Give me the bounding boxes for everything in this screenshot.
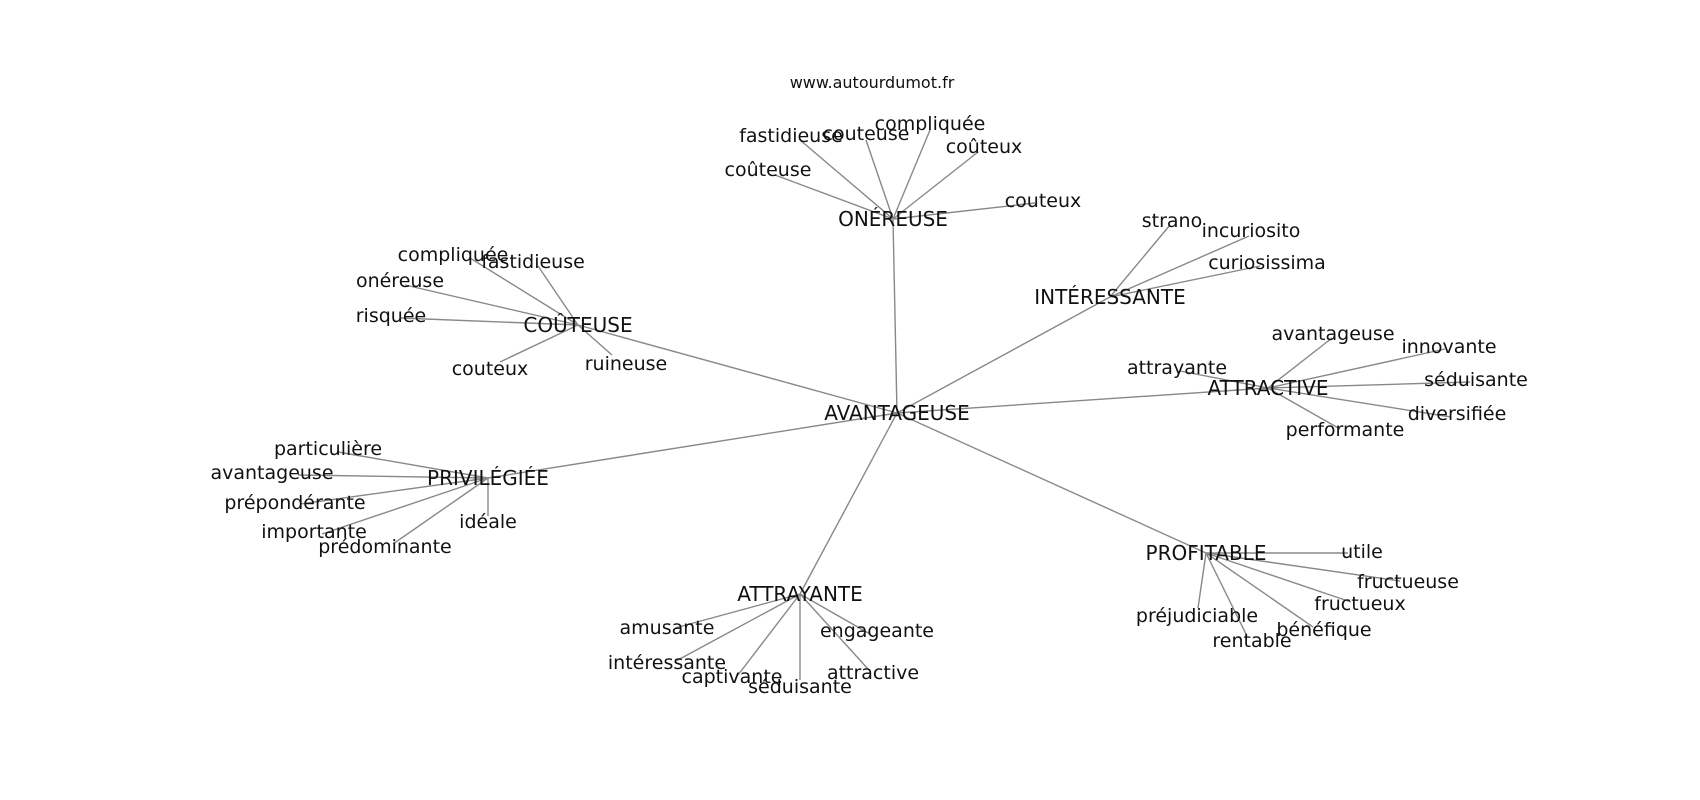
hub-word-label: INTÉRESSANTE <box>1034 285 1186 309</box>
leaf-word-label: couteux <box>1005 190 1082 212</box>
leaf-word-label: compliquée <box>875 113 986 135</box>
leaf-word-label: compliquée <box>398 244 509 266</box>
edge-center-to-hub <box>896 296 1111 414</box>
center-word-label: AVANTAGEUSE <box>824 401 970 425</box>
edge-hub-to-leaf <box>892 129 931 220</box>
edge-hub-to-leaf <box>469 257 579 326</box>
leaf-word-label: ruineuse <box>585 353 668 375</box>
hub-word-label: ATTRACTIVE <box>1207 376 1328 400</box>
leaf-word-label: coûteuse <box>725 159 812 181</box>
edge-hub-to-leaf <box>1267 387 1452 418</box>
edge-hub-to-leaf <box>399 317 579 326</box>
edge-hub-to-leaf <box>799 139 894 220</box>
hub-word-label: ONÉREUSE <box>838 207 948 231</box>
leaf-word-label: attractive <box>827 662 919 684</box>
leaf-word-label: importante <box>261 521 367 543</box>
edge-hub-to-leaf <box>799 593 869 670</box>
edge-hub-to-leaf <box>675 593 801 662</box>
edge-hub-to-leaf <box>299 477 489 505</box>
edge-hub-to-leaf <box>537 265 579 326</box>
edge-hub-to-leaf <box>1179 370 1269 389</box>
edge-hub-to-leaf <box>1267 381 1471 389</box>
leaf-word-label: performante <box>1286 419 1405 441</box>
leaf-word-label: couteuse <box>823 123 910 145</box>
leaf-word-label: préjudiciable <box>1136 605 1258 627</box>
leaf-word-label: risquée <box>356 305 426 327</box>
edge-hub-to-leaf <box>1109 224 1171 298</box>
edge-hub-to-leaf <box>337 451 489 479</box>
leaf-word-label: incuriosito <box>1202 220 1301 242</box>
leaf-word-label: bénéfique <box>1276 619 1371 641</box>
edge-hub-to-leaf <box>1267 337 1333 389</box>
edge-hub-to-leaf <box>392 477 489 545</box>
edge-hub-to-leaf <box>321 477 489 535</box>
leaf-word-label: prédominante <box>318 536 451 558</box>
edge-hub-to-leaf <box>1267 387 1341 430</box>
edge-hub-to-leaf <box>1205 552 1314 628</box>
edge-hub-to-leaf <box>674 593 801 629</box>
edge-hub-to-leaf <box>774 174 894 220</box>
edge-hub-to-leaf <box>892 151 979 220</box>
edge-center-to-hub <box>896 412 1207 554</box>
hub-word-label: COÛTEUSE <box>523 313 632 337</box>
edge-hub-to-leaf <box>1267 348 1446 389</box>
edge-center-to-hub <box>577 324 898 414</box>
leaf-word-label: intéressante <box>608 652 726 674</box>
edge-hub-to-leaf <box>865 139 894 220</box>
edge-hub-to-leaf <box>577 324 613 356</box>
leaf-word-label: idéale <box>459 511 517 533</box>
leaf-word-label: fructueuse <box>1357 571 1459 593</box>
edge-center-to-hub <box>487 412 898 479</box>
hub-word-label: PRIVILÉGIÉE <box>427 466 549 490</box>
edge-hub-to-leaf <box>1109 265 1261 298</box>
leaf-word-label: curiosissima <box>1208 252 1326 274</box>
leaf-word-label: séduisante <box>748 676 852 698</box>
edge-hub-to-leaf <box>892 202 1036 220</box>
edge-hub-to-leaf <box>737 593 801 676</box>
leaf-word-label: strano <box>1142 210 1202 232</box>
leaf-word-label: amusante <box>620 617 715 639</box>
edge-hub-to-leaf <box>1109 235 1250 298</box>
leaf-word-label: diversifiée <box>1408 403 1507 425</box>
edge-hub-to-leaf <box>799 593 871 635</box>
edge-center-to-hub <box>799 412 898 595</box>
leaf-word-label: prépondérante <box>224 492 365 514</box>
hub-word-label: PROFITABLE <box>1146 541 1267 565</box>
hub-word-label: ATTRAYANTE <box>737 582 863 606</box>
leaf-word-label: innovante <box>1401 336 1496 358</box>
edge-hub-to-leaf <box>1197 552 1207 609</box>
edge-center-to-hub <box>896 387 1269 414</box>
edge-hub-to-leaf <box>404 284 579 326</box>
leaf-word-label: rentable <box>1212 630 1291 652</box>
graph-edges <box>297 129 1471 680</box>
leaf-word-label: fructueux <box>1314 593 1405 615</box>
edge-hub-to-leaf <box>1205 552 1401 582</box>
leaf-word-label: engageante <box>820 620 934 642</box>
edge-hub-to-leaf <box>297 474 489 479</box>
leaf-word-label: captivante <box>682 666 783 688</box>
edge-hub-to-leaf <box>1205 552 1248 637</box>
edge-center-to-hub <box>892 218 898 414</box>
edge-hub-to-leaf <box>1205 552 1352 603</box>
site-url: www.autourdumot.fr <box>790 73 955 92</box>
leaf-word-label: avantageuse <box>210 462 333 484</box>
leaf-word-label: séduisante <box>1424 369 1528 391</box>
leaf-word-label: fastidieuse <box>481 251 585 273</box>
leaf-word-label: coûteux <box>946 136 1023 158</box>
edge-hub-to-leaf <box>499 324 579 363</box>
leaf-word-label: attrayante <box>1127 357 1227 379</box>
leaf-word-label: fastidieuse <box>739 125 843 147</box>
leaf-word-label: particulière <box>274 438 382 460</box>
leaf-word-label: utile <box>1341 541 1383 563</box>
leaf-word-label: onéreuse <box>356 270 444 292</box>
leaf-word-label: couteux <box>452 358 529 380</box>
leaf-word-label: avantageuse <box>1271 323 1394 345</box>
